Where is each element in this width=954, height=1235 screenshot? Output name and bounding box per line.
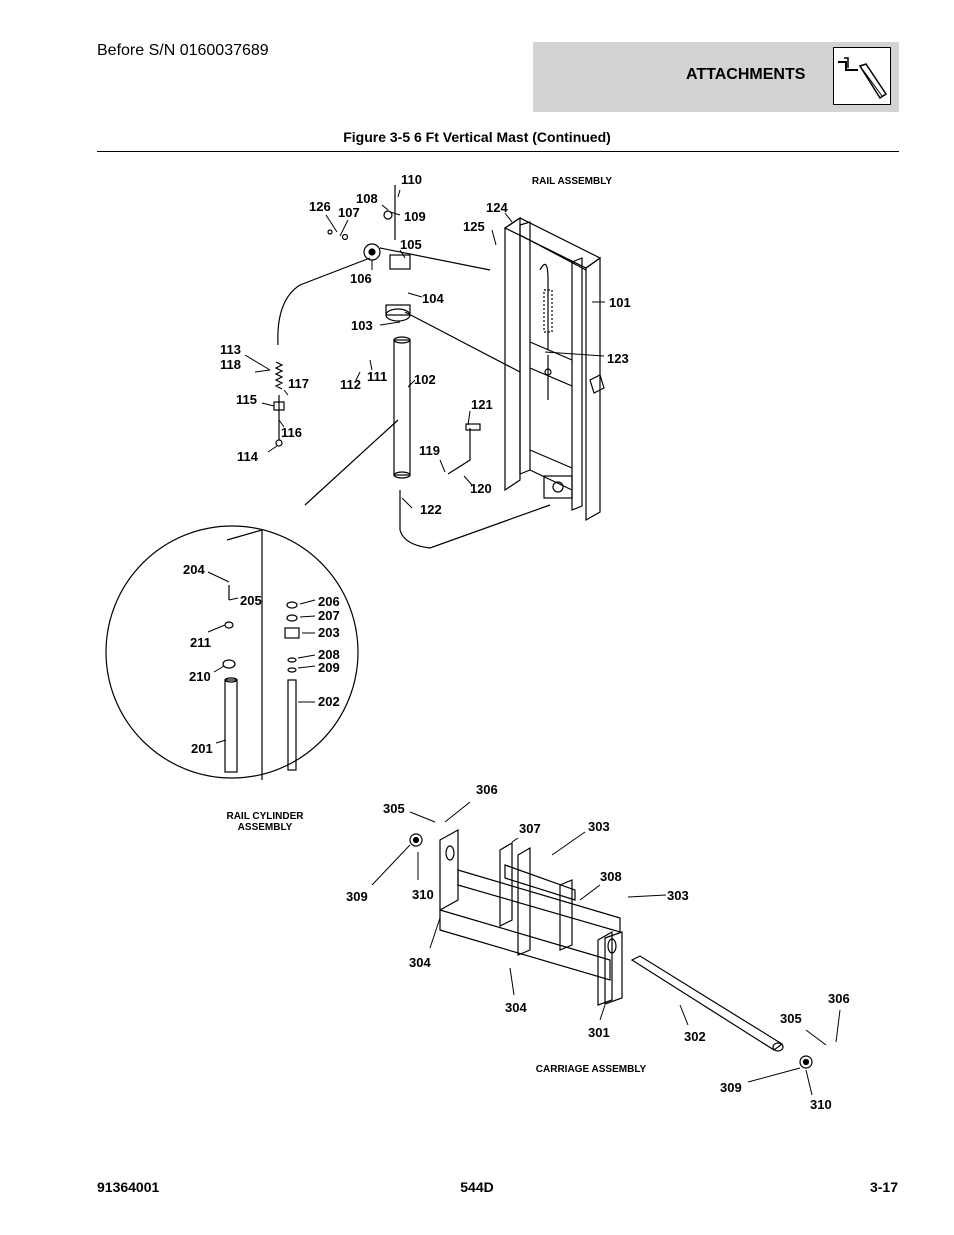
callout-302: 302: [684, 1029, 706, 1044]
callout-124: 124: [486, 200, 508, 215]
header-rule: [97, 151, 899, 152]
callout-309-bottom: 309: [720, 1080, 742, 1095]
serial-number-note: Before S/N 0160037689: [97, 42, 269, 59]
carriage-assembly-label: CARRIAGE ASSEMBLY: [536, 1064, 647, 1075]
callout-101: 101: [609, 295, 631, 310]
footer-doc-number: 91364001: [97, 1179, 160, 1195]
callout-108: 108: [356, 191, 378, 206]
callout-110: 110: [401, 172, 422, 187]
callout-105: 105: [400, 237, 422, 252]
callout-116: 116: [281, 425, 302, 440]
callout-203: 203: [318, 625, 340, 640]
rail-assembly-label: RAIL ASSEMBLY: [532, 176, 613, 187]
callout-210: 210: [189, 669, 211, 684]
callout-301: 301: [588, 1025, 610, 1040]
callout-308: 308: [600, 869, 622, 884]
callout-309-top: 309: [346, 889, 368, 904]
callout-204: 204: [183, 562, 205, 577]
callout-209: 209: [318, 660, 340, 675]
callout-119: 119: [419, 443, 440, 458]
callout-109: 109: [404, 209, 426, 224]
callout-303-right: 303: [667, 888, 689, 903]
callout-104: 104: [422, 291, 444, 306]
callout-113: 113: [220, 342, 241, 357]
callout-305-top: 305: [383, 801, 405, 816]
footer-model: 544D: [460, 1179, 494, 1195]
callout-102: 102: [414, 372, 436, 387]
callout-205: 205: [240, 593, 262, 608]
callout-304-bottom: 304: [505, 1000, 527, 1015]
callout-211: 211: [190, 635, 211, 650]
callout-114: 114: [237, 449, 259, 464]
callout-103: 103: [351, 318, 373, 333]
callout-123: 123: [607, 351, 629, 366]
footer-page-number: 3-17: [869, 1179, 898, 1195]
callout-310-top: 310: [412, 887, 434, 902]
callout-112: 112: [340, 377, 361, 392]
callout-118: 118: [220, 357, 241, 372]
callout-107: 107: [338, 205, 360, 220]
callout-304-left: 304: [409, 955, 431, 970]
callout-125: 125: [463, 219, 485, 234]
figure-title: Figure 3-5 6 Ft Vertical Mast (Continued…: [343, 129, 611, 145]
callout-201: 201: [191, 741, 213, 756]
callout-303-top: 303: [588, 819, 610, 834]
detail-circle: [105, 525, 359, 779]
callout-207: 207: [318, 608, 340, 623]
callout-121: 121: [471, 397, 493, 412]
callout-307: 307: [519, 821, 541, 836]
attachment-arm-icon: [833, 47, 891, 105]
callout-120: 120: [470, 481, 492, 496]
callout-306-bottom: 306: [828, 991, 850, 1006]
callout-206: 206: [318, 594, 340, 609]
callout-208: 208: [318, 647, 340, 662]
callout-310-bottom: 310: [810, 1097, 832, 1112]
callout-106: 106: [350, 271, 372, 286]
parts-diagram: RAIL ASSEMBLY RAIL CYLINDER ASSEMBLY CAR…: [105, 172, 850, 1112]
rail-cylinder-assembly-label-2: ASSEMBLY: [238, 822, 293, 833]
callout-115: 115: [236, 392, 257, 407]
callout-305-bottom: 305: [780, 1011, 802, 1026]
callout-117: 117: [288, 376, 309, 391]
cylinder-102: [393, 336, 411, 479]
callout-111: 111: [367, 369, 387, 384]
callout-126: 126: [309, 199, 331, 214]
callout-122: 122: [420, 502, 442, 517]
callout-306-top: 306: [476, 782, 498, 797]
callout-202: 202: [318, 694, 340, 709]
rail-frame: [503, 216, 605, 522]
rail-cylinder-assembly-label: RAIL CYLINDER: [226, 811, 304, 822]
section-title: ATTACHMENTS: [686, 66, 806, 83]
carriage-frame: [439, 828, 784, 1052]
